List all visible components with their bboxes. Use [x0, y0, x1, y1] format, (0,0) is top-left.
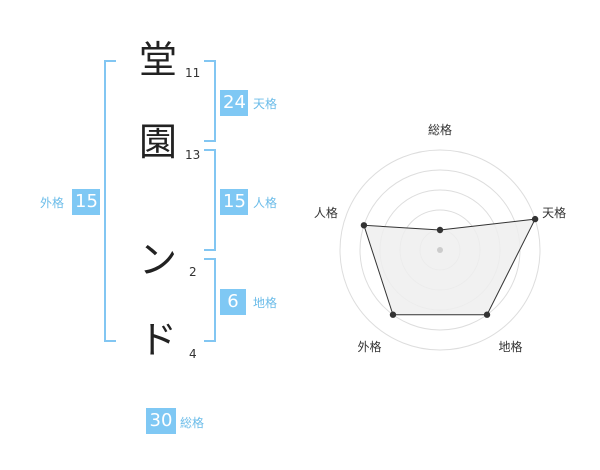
- radar-data-area: [363, 218, 536, 316]
- stroke-count-2: 13: [185, 148, 201, 162]
- name-character-1: 堂: [138, 38, 177, 82]
- tenkaku-label: 天格: [253, 97, 278, 111]
- chikaku-value: 6: [220, 289, 246, 315]
- radar-point-5: [360, 222, 368, 229]
- soukaku-label: 総格: [180, 416, 205, 430]
- radar-point-1: [436, 226, 444, 234]
- name-character-4: ド: [138, 318, 177, 362]
- radar-axis-label: 天格: [542, 205, 566, 220]
- radar-axis-label: 外格: [357, 339, 381, 354]
- gaikaku-bracket: [104, 60, 116, 342]
- radar-axis-label: 人格: [314, 205, 338, 220]
- radar-point-3: [483, 311, 491, 318]
- gaikaku-label: 外格: [40, 196, 65, 210]
- radar-axis-label: 地格: [499, 339, 523, 354]
- chikaku-label: 地格: [253, 296, 278, 310]
- stroke-count-1: 11: [185, 66, 201, 80]
- stroke-count-3: 2: [189, 265, 197, 279]
- jinkaku-value: 15: [220, 189, 248, 215]
- gaikaku-value: 15: [72, 189, 100, 215]
- radar-point-4: [389, 311, 397, 318]
- radar-point-2: [531, 215, 539, 223]
- name-character-3: ン: [138, 238, 177, 282]
- radar-axis-label: 総格: [428, 122, 452, 137]
- chikaku-bracket: [204, 258, 216, 342]
- radar-center-dot: [437, 247, 443, 253]
- radar-grid-ring: [339, 149, 541, 351]
- tenkaku-bracket: [204, 60, 216, 142]
- soukaku-value: 30: [146, 408, 176, 434]
- stroke-count-4: 4: [189, 347, 197, 361]
- tenkaku-value: 24: [220, 90, 248, 116]
- jinkaku-bracket: [204, 149, 216, 251]
- name-character-2: 園: [138, 120, 177, 164]
- jinkaku-label: 人格: [253, 196, 278, 210]
